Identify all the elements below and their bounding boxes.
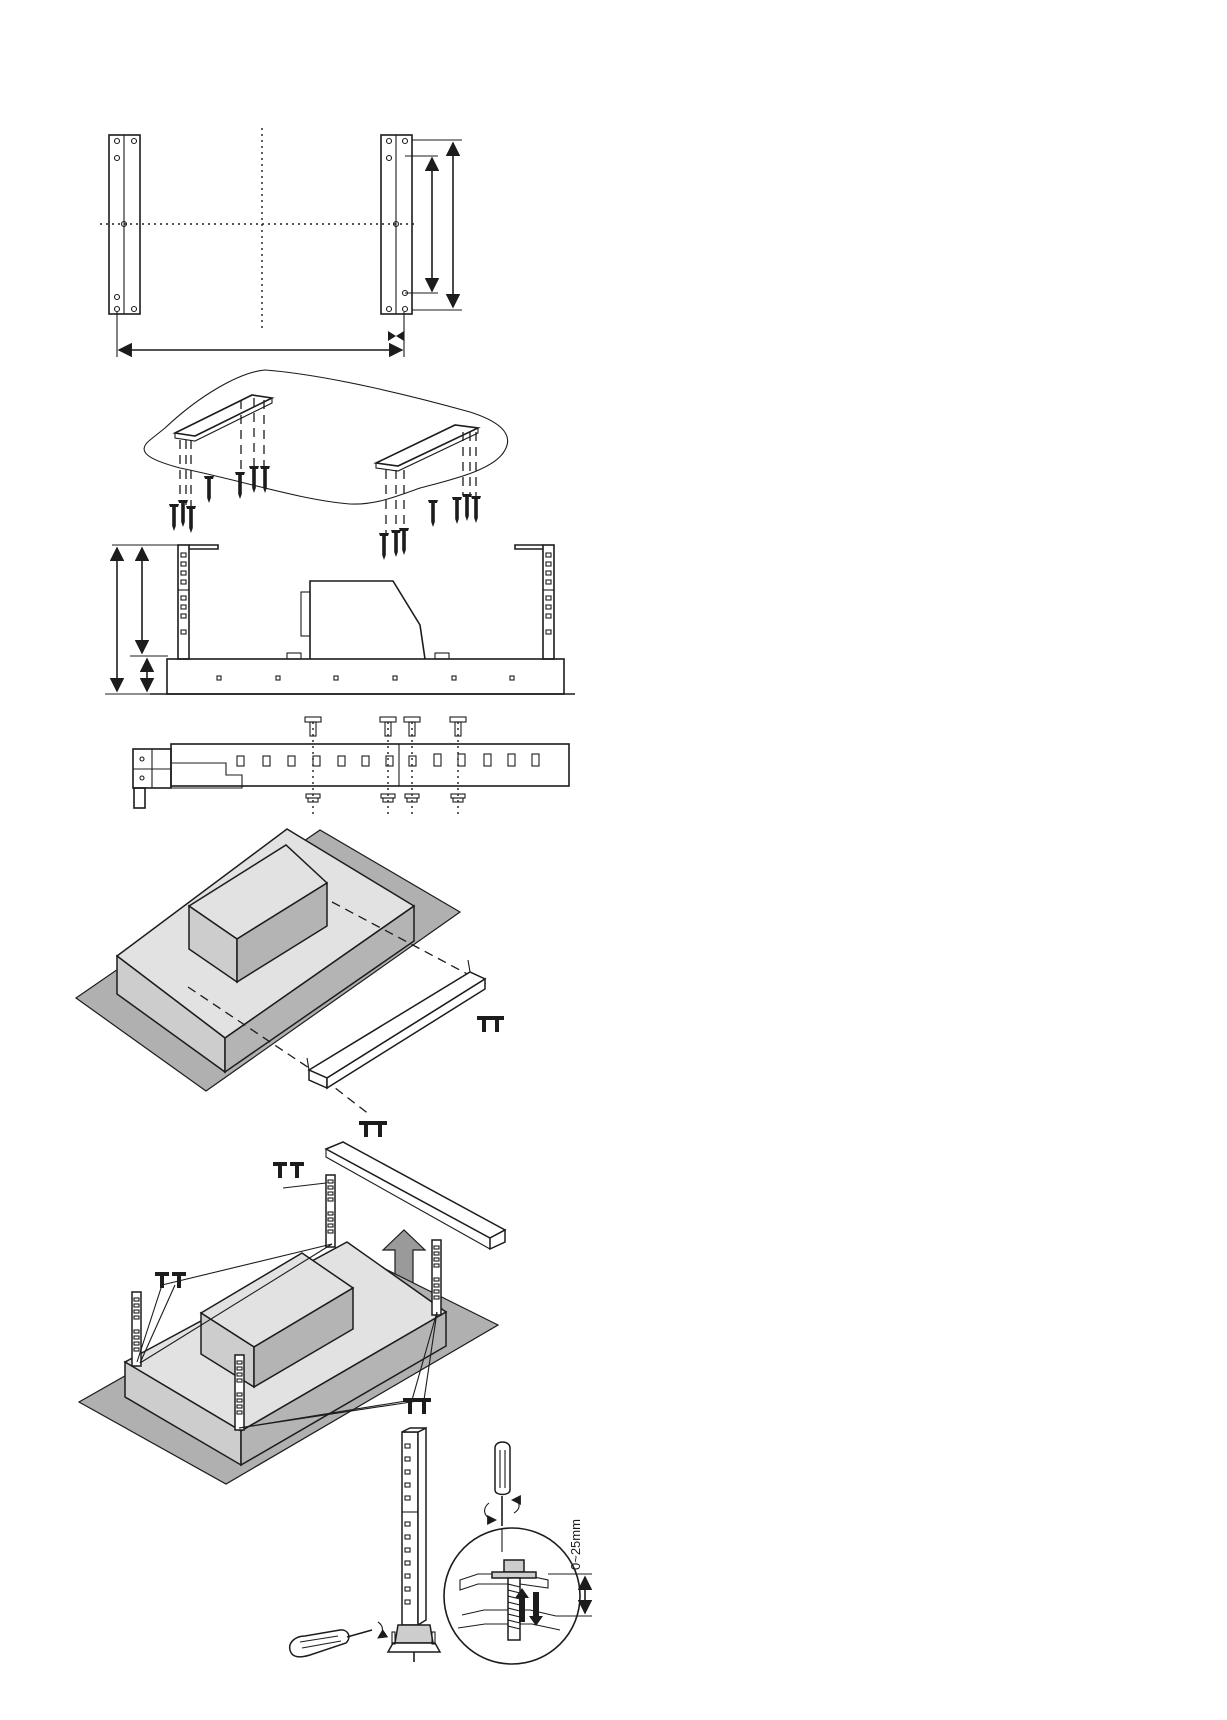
panel-chimney-screw-positions: [133, 717, 569, 818]
threaded-rod: [508, 1578, 520, 1640]
leveling-foot: [388, 1625, 440, 1662]
panel-height-side-view: [105, 545, 575, 694]
down-arrow-icon: [529, 1592, 543, 1626]
hood-body-side: [150, 653, 575, 694]
adjustable-column: [402, 1428, 426, 1625]
panel-bracket-spacing: [100, 128, 462, 357]
adjustment-dimension: 0~25mm: [548, 1519, 592, 1616]
right-column: [515, 545, 554, 659]
adjustment-range-label: 0~25mm: [568, 1519, 583, 1570]
screwdriver-icon: [290, 1622, 383, 1657]
bracket-end-view: [133, 749, 242, 808]
zoom-circle: [444, 1528, 580, 1664]
hood-top-outline: [144, 370, 508, 504]
dimension-arrows: [117, 140, 462, 357]
left-top-bracket: [175, 395, 272, 441]
screw-icon: [169, 466, 481, 560]
panel-height-adjustment: 0~25mm: [290, 1428, 592, 1664]
left-column: [178, 545, 218, 659]
panel-column-mounting: [79, 1121, 505, 1484]
motor-housing: [301, 581, 425, 659]
height-dimensions: [105, 545, 180, 694]
center-lines: [100, 128, 415, 328]
chimney-cover: [326, 1142, 505, 1249]
panel-bracket-screws: [144, 370, 508, 560]
screwdriver-icon: [485, 1442, 520, 1552]
chimney-strip: [171, 744, 569, 786]
panel-hood-bracket-assembly: [76, 829, 504, 1137]
